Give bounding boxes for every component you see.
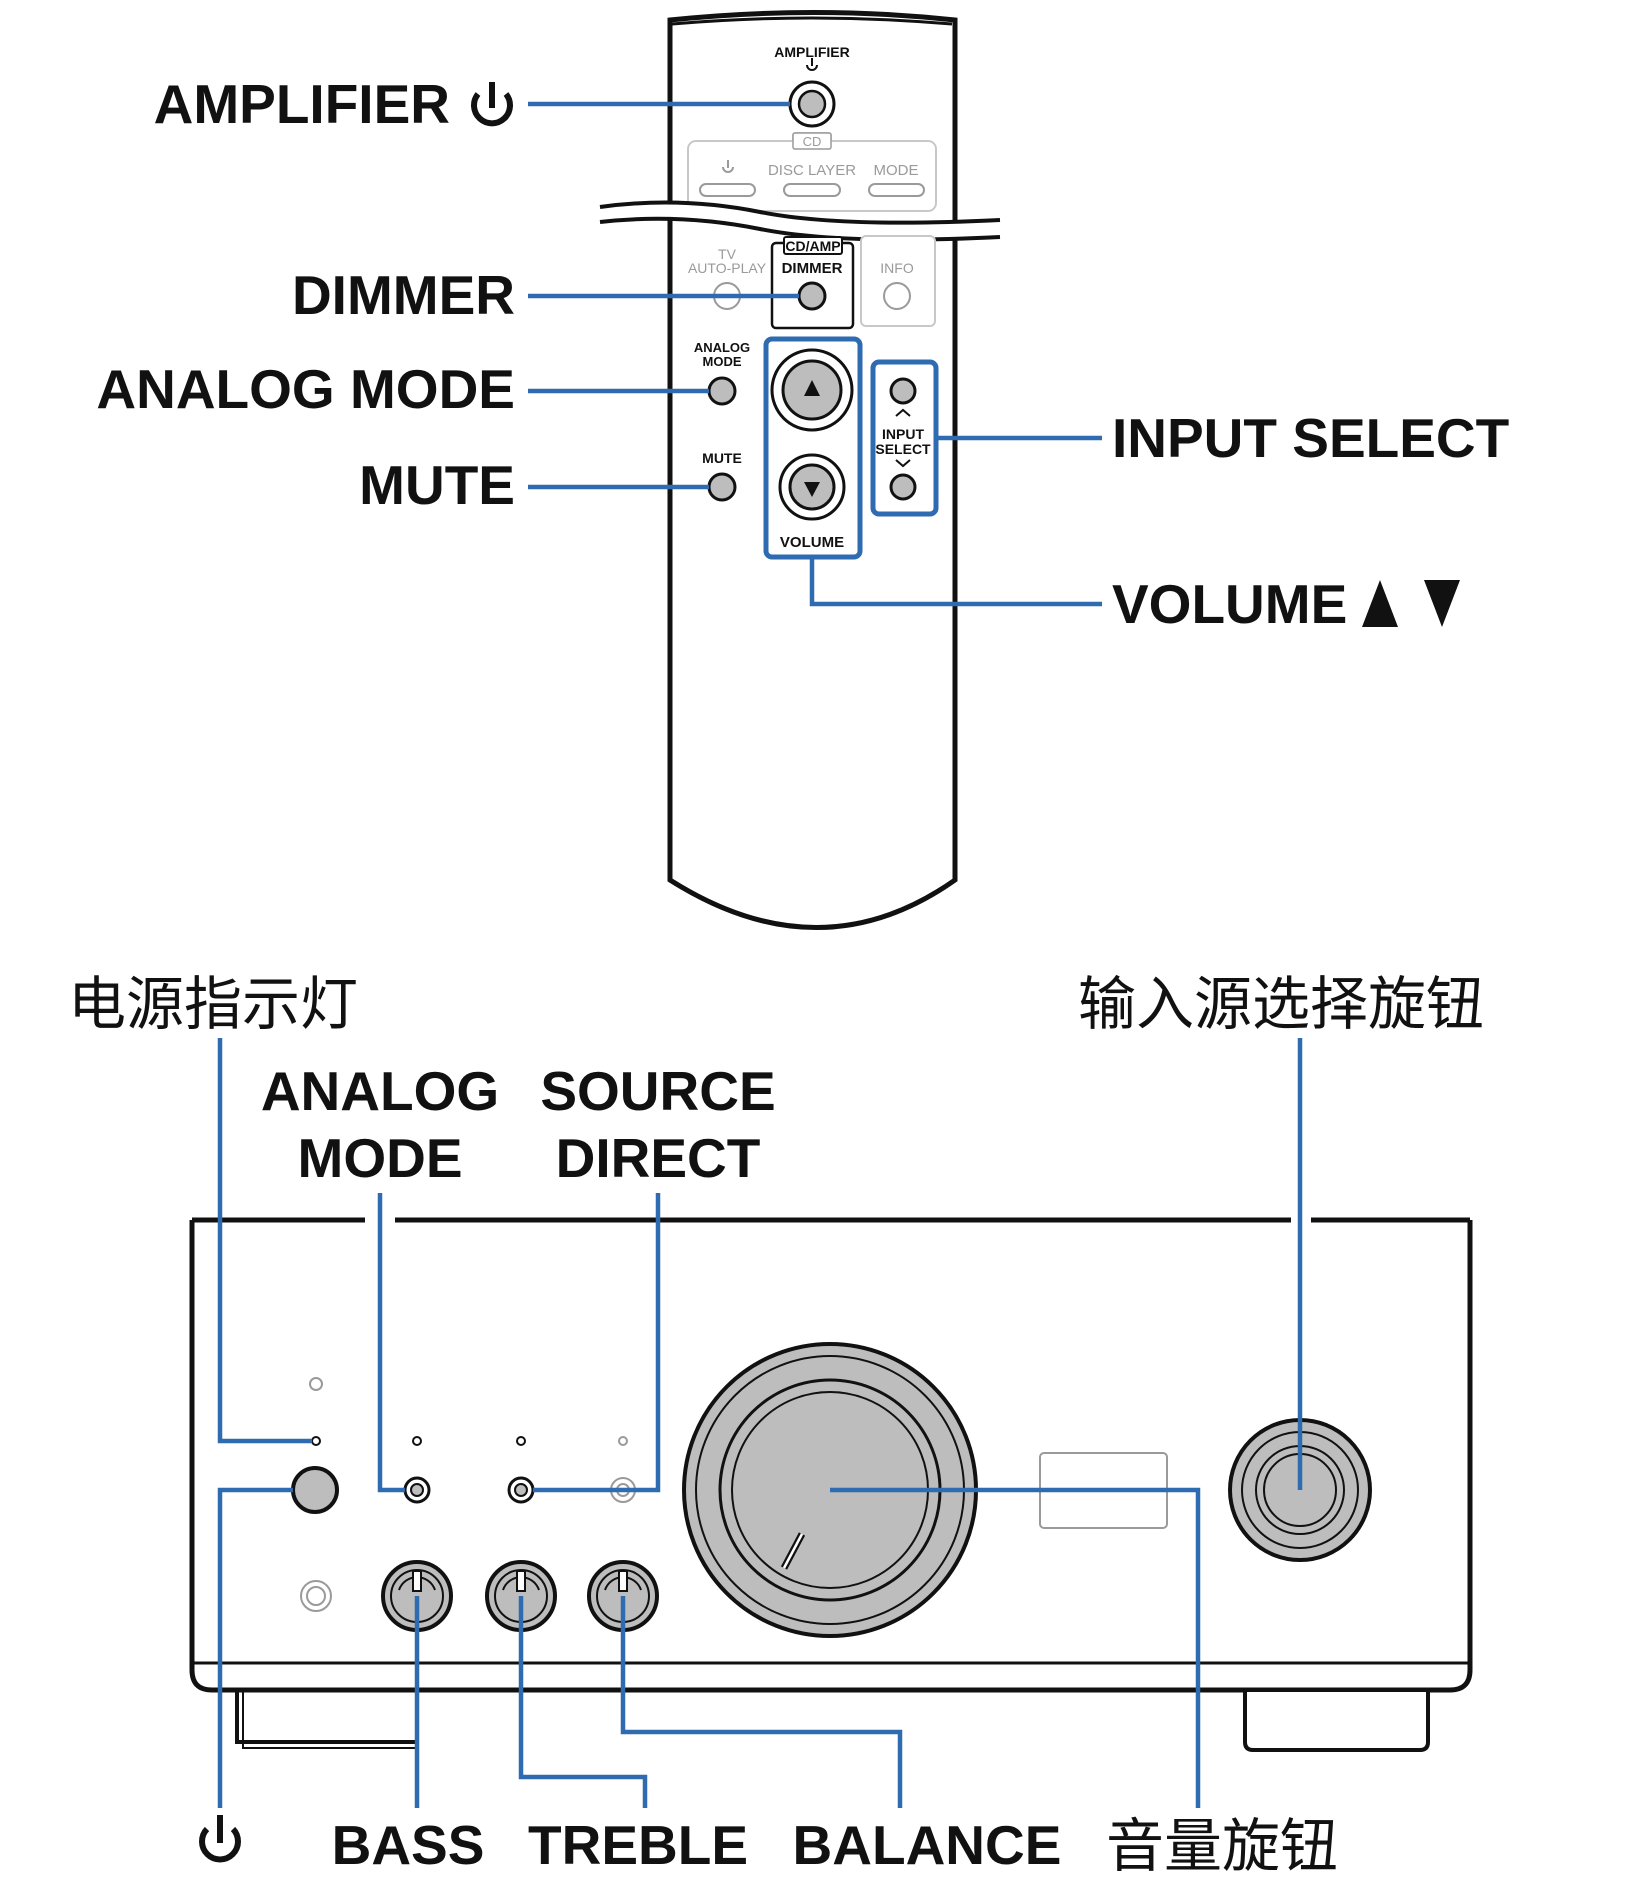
triangle-up-icon [804, 380, 820, 396]
mode-label: MODE [874, 162, 919, 179]
remote-amplifier-printed: AMPLIFIER [774, 44, 849, 60]
amp-leader-lines [217, 1038, 1303, 1808]
power-icon [199, 1815, 241, 1863]
balance-callout: BALANCE [793, 1814, 1062, 1876]
power-indicator-callout: 电源指示灯 [68, 970, 358, 1038]
info-label: INFO [880, 260, 914, 276]
cd-label-front: CD [803, 134, 822, 149]
analog-mode-callout-line2: MODE [298, 1127, 463, 1189]
dimmer-printed: DIMMER [782, 260, 843, 277]
source-direct-led [516, 1436, 526, 1446]
mute-callout: MUTE [359, 454, 515, 516]
chevron-down-icon [895, 459, 911, 468]
triangle-up-icon [1362, 580, 1398, 627]
disc-layer-label: DISC LAYER [768, 162, 856, 179]
analog-mode-callout: ANALOG MODE [96, 358, 515, 420]
source-direct-callout-line2: DIRECT [556, 1127, 761, 1189]
cd-amp-section: CD/AMP DIMMER [770, 236, 855, 330]
auto-play-label: AUTO-PLAY [688, 260, 767, 276]
input-select-down-button[interactable] [889, 473, 917, 501]
amplifier-callout: AMPLIFIER [154, 73, 450, 135]
input-select-callout: INPUT SELECT [1112, 407, 1509, 469]
amplifier-power-button-cap[interactable] [797, 89, 827, 119]
cd-amp-label: CD/AMP [785, 238, 840, 254]
remote-sensor [309, 1377, 323, 1391]
analog-mode-button[interactable] [707, 376, 737, 406]
faded-led [618, 1436, 628, 1446]
analog-mode-printed: MODE [703, 354, 742, 369]
select-printed: SELECT [875, 441, 931, 457]
disc-layer-button[interactable] [783, 183, 841, 197]
amplifier-unit [189, 1217, 1473, 1752]
volume-knob[interactable] [682, 1342, 978, 1638]
cd-power-button[interactable] [699, 183, 756, 197]
tv-section-faded: TV AUTO-PLAY INFO [688, 235, 936, 327]
power-icon [471, 82, 513, 127]
bass-callout: BASS [332, 1814, 485, 1876]
treble-callout: TREBLE [528, 1814, 748, 1876]
info-button[interactable] [883, 282, 911, 310]
mute-button[interactable] [707, 472, 737, 502]
cd-section-faded: CD CD DISC LAYER MODE [687, 132, 937, 212]
power-icon [806, 58, 818, 71]
analog-mode-callout-line1: ANALOG [261, 1060, 499, 1122]
tv-label: TV [718, 246, 737, 262]
source-direct-callout-line1: SOURCE [540, 1060, 775, 1122]
remote-leader-lines [528, 101, 1102, 607]
input-select-up-button[interactable] [889, 377, 917, 405]
volume-knob-callout: 音量旋钮 [1106, 1812, 1338, 1880]
dimmer-callout: DIMMER [292, 264, 515, 326]
power-icon [722, 160, 734, 173]
volume-callout: VOLUME [1112, 573, 1347, 635]
dimmer-button[interactable] [797, 281, 827, 311]
analog-mode-led [412, 1436, 422, 1446]
volume-group: VOLUME [763, 336, 863, 560]
triangle-down-icon [804, 482, 820, 497]
volume-printed: VOLUME [780, 534, 844, 551]
triangle-down-icon [1424, 580, 1460, 627]
analog-printed: ANALOG [694, 340, 750, 355]
remote-control: AMPLIFIER CD CD DISC LAYER MODE [599, 10, 1001, 930]
chevron-up-icon [895, 408, 911, 417]
input-printed: INPUT [882, 426, 924, 442]
mode-button[interactable] [868, 183, 925, 197]
power-indicator-led [311, 1436, 321, 1446]
power-button[interactable] [291, 1466, 339, 1514]
input-knob-callout: 输入源选择旋钮 [1078, 970, 1484, 1038]
mute-printed: MUTE [702, 450, 742, 466]
input-select-group: INPUT SELECT [870, 359, 939, 517]
